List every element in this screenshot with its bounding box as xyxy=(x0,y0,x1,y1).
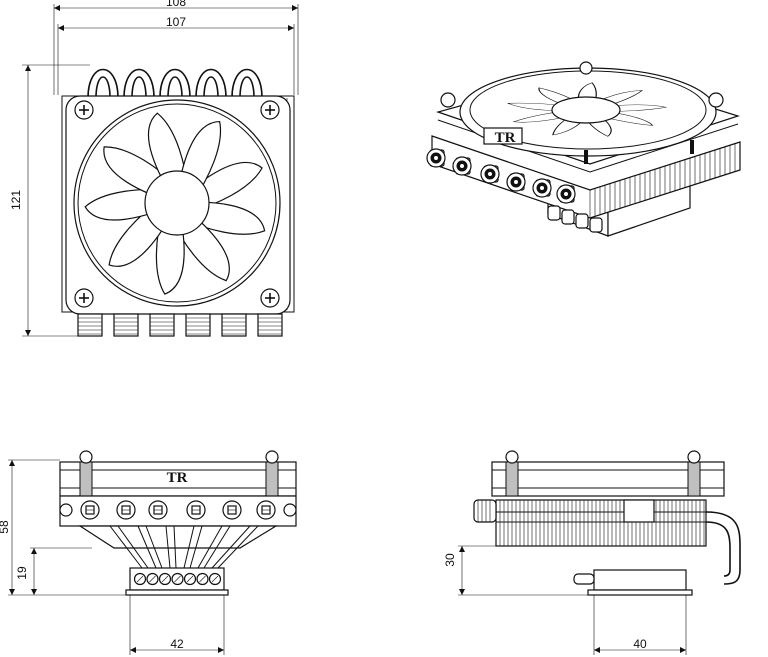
heatpipe-ends xyxy=(77,313,283,337)
front-view: 108 107 121 xyxy=(9,0,299,337)
heatpipe-loops xyxy=(87,68,263,99)
dimension-height-121: 121 xyxy=(9,64,90,337)
iso-logo: TR xyxy=(495,130,516,146)
dimension-label-40: 40 xyxy=(633,637,647,651)
side-view-front: 58 19 42 TR xyxy=(0,450,297,655)
iso-heatpipe-ends xyxy=(426,148,576,204)
iso-screws xyxy=(440,61,724,164)
dimension-label-108: 108 xyxy=(166,0,186,9)
side-b-fin-stack xyxy=(495,499,707,547)
side-a-heatpipe-ends xyxy=(59,500,297,520)
iso-fin-lines xyxy=(589,143,736,218)
dimension-label-58: 58 xyxy=(0,520,11,534)
side-a-logo: TR xyxy=(167,470,188,486)
side-b-heatpipe-bend xyxy=(705,511,741,585)
dimension-label-121: 121 xyxy=(9,190,23,210)
dimension-width-107: 107 xyxy=(57,15,295,95)
iso-base-pipes xyxy=(547,205,603,233)
dimension-label-107: 107 xyxy=(166,15,186,29)
side-a-bridge-lines xyxy=(109,525,259,569)
dimension-width-42: 42 xyxy=(129,590,225,655)
isometric-view: TR xyxy=(426,61,741,237)
side-a-base-pipes xyxy=(133,572,222,586)
dimension-label-30: 30 xyxy=(443,553,457,567)
dimension-height-30: 30 xyxy=(443,545,594,596)
fan-screws xyxy=(74,100,280,308)
dimension-label-19: 19 xyxy=(15,566,29,580)
side-b-fan-frame xyxy=(491,461,725,497)
dimension-height-19: 19 xyxy=(15,547,92,595)
iso-fan-hub xyxy=(551,96,621,124)
side-b-fin-lines xyxy=(496,499,706,546)
iso-logo-plate xyxy=(483,127,523,145)
dimension-width-40: 40 xyxy=(593,590,687,655)
fan-hub xyxy=(144,170,210,236)
dimension-height-58: 58 xyxy=(0,459,130,596)
side-b-pipe-stub xyxy=(473,499,497,523)
dimension-label-42: 42 xyxy=(170,637,184,651)
dimension-width-108: 108 xyxy=(53,0,299,95)
side-view-side: 30 40 xyxy=(443,450,741,655)
side-b-base-block xyxy=(593,569,687,591)
side-a-fan-frame xyxy=(59,461,297,497)
